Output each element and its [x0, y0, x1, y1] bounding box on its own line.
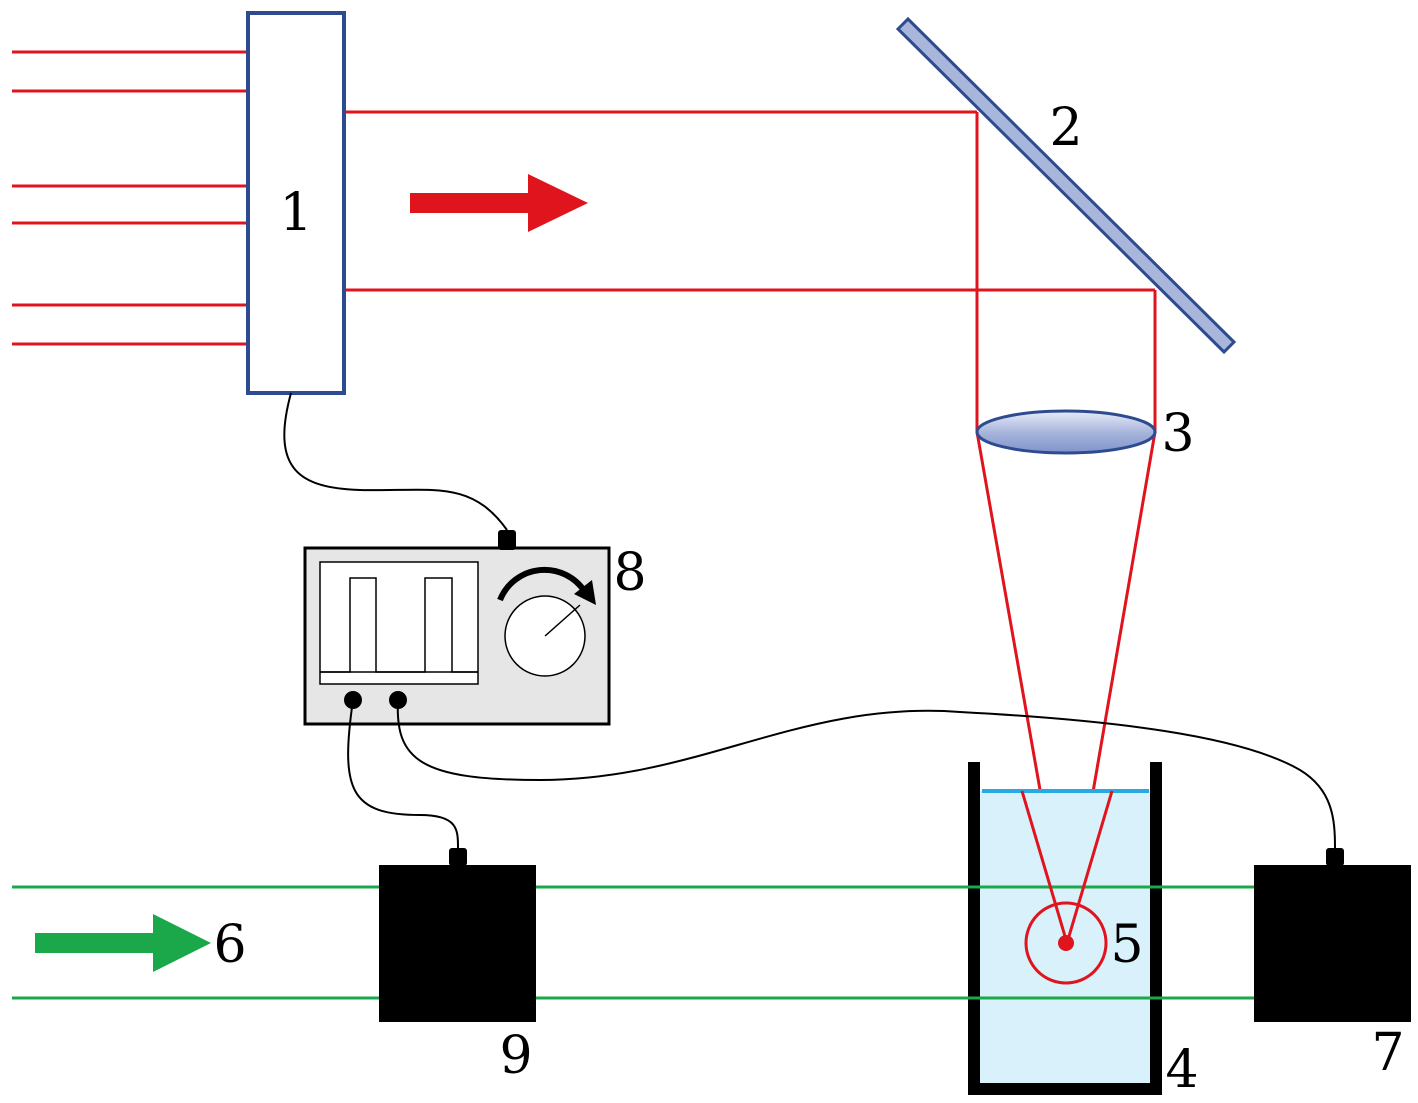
cable-oscilloscope-to-detector: [396, 699, 1336, 849]
label-5: 5: [1110, 915, 1143, 975]
oscilloscope: [303, 530, 611, 726]
cable-oscilloscope-to-reference-detector: [347, 699, 459, 849]
label-7: 7: [1371, 1023, 1404, 1083]
label-1: 1: [279, 183, 312, 243]
detector: [1254, 848, 1411, 1022]
laser-direction-arrow: [410, 174, 588, 232]
label-4: 4: [1165, 1040, 1198, 1100]
mirror: [895, 16, 1237, 355]
probe-beam: [12, 885, 1256, 1000]
probe-direction-arrow: [35, 914, 211, 972]
dial-rotate-arrow-icon: [497, 566, 588, 602]
label-9: 9: [499, 1026, 532, 1086]
modulator-box: [246, 11, 346, 395]
reference-detector: [379, 848, 536, 1022]
label-2: 2: [1049, 98, 1082, 158]
label-3: 3: [1161, 404, 1194, 464]
focused-laser-cone: [1020, 790, 1114, 944]
cable-modulator-to-oscilloscope: [283, 392, 508, 531]
cables: [283, 392, 1336, 849]
label-8: 8: [613, 543, 646, 603]
oscilloscope-screen: [319, 561, 479, 685]
input-laser-lines: [12, 50, 248, 346]
bubble: [1024, 901, 1108, 985]
square-wave-trace: [320, 577, 478, 673]
label-6: 6: [213, 915, 246, 975]
lens: [975, 409, 1157, 455]
